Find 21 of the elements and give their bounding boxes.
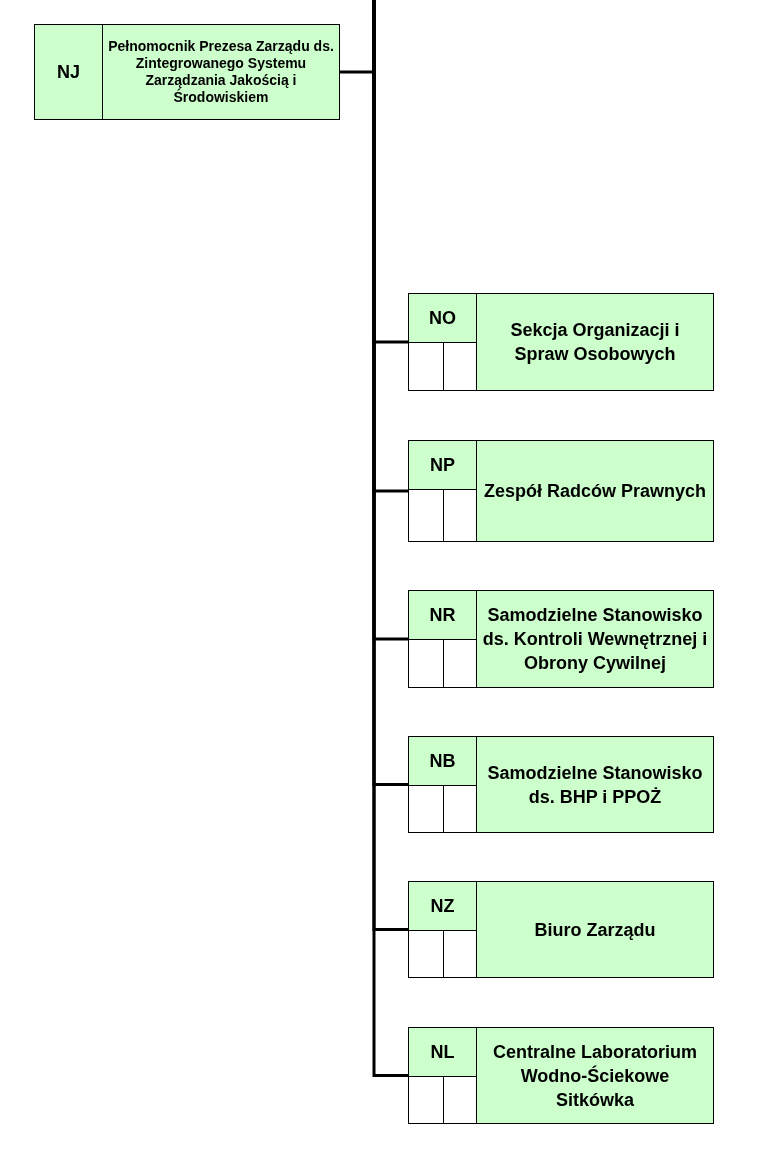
unit-code: NJ — [56, 60, 81, 84]
unit-code: NO — [428, 306, 457, 330]
unit-code: NL — [429, 1040, 456, 1064]
unit-box — [408, 881, 714, 978]
unit-name: Samodzielne Stanowisko ds. BHP i PPOŻ — [486, 761, 704, 809]
unit-box — [408, 1027, 714, 1124]
unit-name: Samodzielne Stanowisko ds. Kontroli Wewnętrznej i Obrony Cywilnej — [481, 604, 709, 675]
unit-box — [408, 590, 714, 688]
unit-name: Sekcja Organizacji i Spraw Osobowych — [509, 319, 681, 366]
unit-name: Centralne Laboratorium Wodno-Ściekowe Sitkówka — [492, 1040, 698, 1112]
unit-code: NB — [428, 749, 457, 773]
unit-name: Zespół Radców Prawnych — [483, 480, 707, 503]
unit-name: Pełnomocnik Prezesa Zarządu ds. Zintegrowanego Systemu Zarządzania Jakością i Środowiskiem — [107, 38, 335, 106]
unit-name: Biuro Zarządu — [534, 918, 656, 942]
unit-box — [408, 293, 714, 391]
unit-box — [408, 440, 714, 542]
unit-box — [34, 24, 340, 120]
unit-box — [408, 736, 714, 833]
unit-code: NP — [429, 453, 456, 477]
unit-code: NZ — [429, 894, 456, 918]
unit-code: NR — [428, 603, 457, 627]
